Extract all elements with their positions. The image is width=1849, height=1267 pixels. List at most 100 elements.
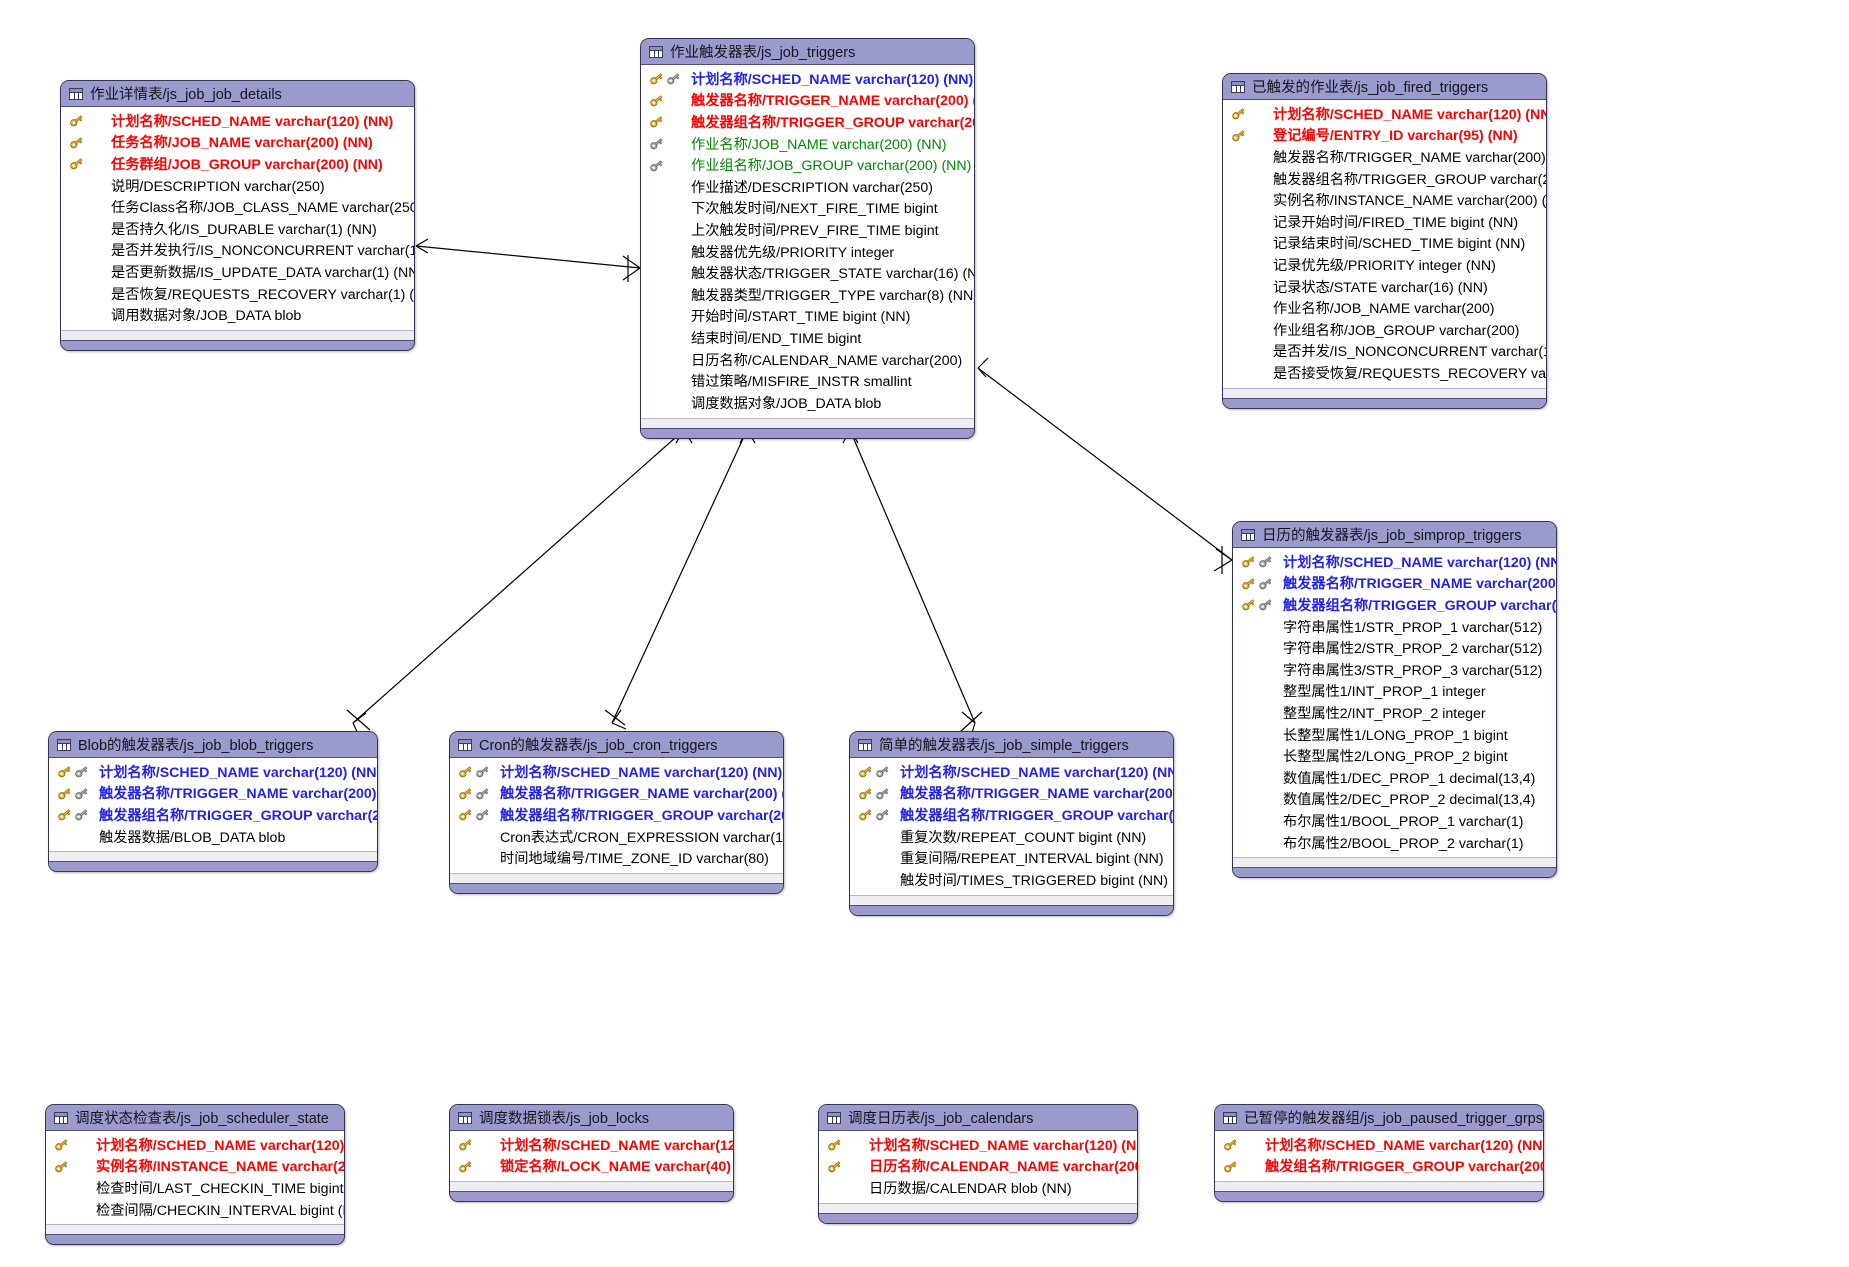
entity-header-job_details[interactable]: 作业详情表/js_job_job_details [61, 81, 414, 107]
entity-header-paused_trigger_grps[interactable]: 已暂停的触发器组/js_job_paused_trigger_grps [1215, 1105, 1543, 1131]
attribute-row[interactable]: 错过策略/MISFIRE_INSTR smallint [641, 370, 974, 392]
attribute-row[interactable]: 实例名称/INSTANCE_NAME varchar(200) (NN) [46, 1156, 344, 1178]
attribute-row[interactable]: 计划名称/SCHED_NAME varchar(120) (NN) [819, 1134, 1137, 1156]
attribute-row[interactable]: 是否更新数据/IS_UPDATE_DATA varchar(1) (NN) [61, 261, 414, 283]
attribute-row[interactable]: 重复间隔/REPEAT_INTERVAL bigint (NN) [850, 847, 1173, 869]
attribute-row[interactable]: 记录开始时间/FIRED_TIME bigint (NN) [1223, 211, 1546, 233]
attribute-row[interactable]: 计划名称/SCHED_NAME varchar(120) (NN) [46, 1134, 344, 1156]
attribute-row[interactable]: 是否恢复/REQUESTS_RECOVERY varchar(1) (NN) [61, 283, 414, 305]
attribute-row[interactable]: 作业描述/DESCRIPTION varchar(250) [641, 176, 974, 198]
attribute-row[interactable]: 任务名称/JOB_NAME varchar(200) (NN) [61, 132, 414, 154]
attribute-row[interactable]: 日历名称/CALENDAR_NAME varchar(200) [641, 349, 974, 371]
attribute-row[interactable]: 记录状态/STATE varchar(16) (NN) [1223, 276, 1546, 298]
attribute-row[interactable]: 长整型属性1/LONG_PROP_1 bigint [1233, 724, 1556, 746]
entity-cron_triggers[interactable]: Cron的触发器表/js_job_cron_triggers 计划名称/SCHED… [449, 731, 784, 894]
attribute-row[interactable]: 触发器状态/TRIGGER_STATE varchar(16) (NN) [641, 262, 974, 284]
attribute-row[interactable]: 触发组名称/TRIGGER_GROUP varchar(200) (NN) [1215, 1156, 1543, 1178]
attribute-row[interactable]: 是否并发执行/IS_NONCONCURRENT varchar(1) (NN) [61, 240, 414, 262]
attribute-row[interactable]: 触发器名称/TRIGGER_NAME varchar(200) (NN) [450, 783, 783, 805]
attribute-row[interactable]: 整型属性2/INT_PROP_2 integer [1233, 702, 1556, 724]
entity-simprop_triggers[interactable]: 日历的触发器表/js_job_simprop_triggers 计划名称/SCHE… [1232, 521, 1557, 879]
attribute-row[interactable]: 计划名称/SCHED_NAME varchar(120) (NN) [850, 761, 1173, 783]
attribute-row[interactable]: 计划名称/SCHED_NAME varchar(120) (NN) [49, 761, 377, 783]
entity-fired_triggers[interactable]: 已触发的作业表/js_job_fired_triggers 计划名称/SCHED_… [1222, 73, 1547, 409]
attribute-row[interactable]: 触发器类型/TRIGGER_TYPE varchar(8) (NN) [641, 284, 974, 306]
attribute-row[interactable]: 说明/DESCRIPTION varchar(250) [61, 175, 414, 197]
attribute-row[interactable]: 下次触发时间/NEXT_FIRE_TIME bigint [641, 198, 974, 220]
attribute-row[interactable]: 检查时间/LAST_CHECKIN_TIME bigint (NN) [46, 1177, 344, 1199]
attribute-row[interactable]: 触发器优先级/PRIORITY integer [641, 241, 974, 263]
entity-calendars[interactable]: 调度日历表/js_job_calendars 计划名称/SCHED_NAME va… [818, 1104, 1138, 1224]
attribute-row[interactable]: 字符串属性1/STR_PROP_1 varchar(512) [1233, 616, 1556, 638]
attribute-row[interactable]: 记录优先级/PRIORITY integer (NN) [1223, 254, 1546, 276]
entity-header-scheduler_state[interactable]: 调度状态检查表/js_job_scheduler_state [46, 1105, 344, 1131]
attribute-row[interactable]: 计划名称/SCHED_NAME varchar(120) (NN) [450, 761, 783, 783]
attribute-row[interactable]: 实例名称/INSTANCE_NAME varchar(200) (NN) [1223, 189, 1546, 211]
attribute-row[interactable]: 任务群组/JOB_GROUP varchar(200) (NN) [61, 153, 414, 175]
attribute-row[interactable]: 锁定名称/LOCK_NAME varchar(40) (NN) [450, 1156, 733, 1178]
attribute-row[interactable]: 作业名称/JOB_NAME varchar(200) (NN) [641, 133, 974, 155]
attribute-row[interactable]: 登记编号/ENTRY_ID varchar(95) (NN) [1223, 125, 1546, 147]
entity-job_triggers[interactable]: 作业触发器表/js_job_triggers 计划名称/SCHED_NAME va… [640, 38, 975, 439]
attribute-row[interactable]: 数值属性1/DEC_PROP_1 decimal(13,4) [1233, 767, 1556, 789]
attribute-row[interactable]: 触发器组名称/TRIGGER_GROUP varchar(200) (NN) [641, 111, 974, 133]
attribute-row[interactable]: 任务Class名称/JOB_CLASS_NAME varchar(250) (N… [61, 196, 414, 218]
entity-paused_trigger_grps[interactable]: 已暂停的触发器组/js_job_paused_trigger_grps 计划名称/… [1214, 1104, 1544, 1203]
attribute-row[interactable]: 计划名称/SCHED_NAME varchar(120) (NN) [1223, 103, 1546, 125]
attribute-row[interactable]: 调度数据对象/JOB_DATA blob [641, 392, 974, 414]
attribute-row[interactable]: Cron表达式/CRON_EXPRESSION varchar(120) (NN… [450, 826, 783, 848]
attribute-row[interactable]: 触发器组名称/TRIGGER_GROUP varchar(200) (NN) [450, 804, 783, 826]
entity-header-cron_triggers[interactable]: Cron的触发器表/js_job_cron_triggers [450, 732, 783, 758]
attribute-row[interactable]: 计划名称/SCHED_NAME varchar(120) (NN) [450, 1134, 733, 1156]
entity-locks[interactable]: 调度数据锁表/js_job_locks 计划名称/SCHED_NAME varch… [449, 1104, 734, 1203]
attribute-row[interactable]: 计划名称/SCHED_NAME varchar(120) (NN) [1215, 1134, 1543, 1156]
attribute-row[interactable]: 开始时间/START_TIME bigint (NN) [641, 306, 974, 328]
entity-header-simple_triggers[interactable]: 简单的触发器表/js_job_simple_triggers [850, 732, 1173, 758]
entity-job_details[interactable]: 作业详情表/js_job_job_details 计划名称/SCHED_NAME … [60, 80, 415, 351]
attribute-row[interactable]: 触发时间/TIMES_TRIGGERED bigint (NN) [850, 869, 1173, 891]
attribute-row[interactable]: 作业组名称/JOB_GROUP varchar(200) (NN) [641, 154, 974, 176]
attribute-row[interactable]: 触发器名称/TRIGGER_NAME varchar(200) (NN) [1223, 146, 1546, 168]
entity-scheduler_state[interactable]: 调度状态检查表/js_job_scheduler_state 计划名称/SCHED… [45, 1104, 345, 1246]
attribute-row[interactable]: 是否持久化/IS_DURABLE varchar(1) (NN) [61, 218, 414, 240]
entity-header-calendars[interactable]: 调度日历表/js_job_calendars [819, 1105, 1137, 1131]
attribute-row[interactable]: 触发器组名称/TRIGGER_GROUP varchar(200) (NN) [1233, 594, 1556, 616]
attribute-row[interactable]: 布尔属性1/BOOL_PROP_1 varchar(1) [1233, 810, 1556, 832]
attribute-row[interactable]: 时间地域编号/TIME_ZONE_ID varchar(80) [450, 847, 783, 869]
attribute-row[interactable]: 上次触发时间/PREV_FIRE_TIME bigint [641, 219, 974, 241]
attribute-row[interactable]: 日历名称/CALENDAR_NAME varchar(200) (NN) [819, 1156, 1137, 1178]
entity-blob_triggers[interactable]: Blob的触发器表/js_job_blob_triggers 计划名称/SCHED… [48, 731, 378, 873]
attribute-row[interactable]: 整型属性1/INT_PROP_1 integer [1233, 681, 1556, 703]
attribute-row[interactable]: 长整型属性2/LONG_PROP_2 bigint [1233, 745, 1556, 767]
attribute-row[interactable]: 计划名称/SCHED_NAME varchar(120) (NN) [641, 68, 974, 90]
attribute-row[interactable]: 布尔属性2/BOOL_PROP_2 varchar(1) [1233, 832, 1556, 854]
attribute-row[interactable]: 是否接受恢复/REQUESTS_RECOVERY varchar(1) [1223, 362, 1546, 384]
entity-header-blob_triggers[interactable]: Blob的触发器表/js_job_blob_triggers [49, 732, 377, 758]
attribute-row[interactable]: 结束时间/END_TIME bigint [641, 327, 974, 349]
entity-header-fired_triggers[interactable]: 已触发的作业表/js_job_fired_triggers [1223, 74, 1546, 100]
entity-header-locks[interactable]: 调度数据锁表/js_job_locks [450, 1105, 733, 1131]
attribute-row[interactable]: 触发器名称/TRIGGER_NAME varchar(200) (NN) [1233, 573, 1556, 595]
attribute-row[interactable]: 字符串属性2/STR_PROP_2 varchar(512) [1233, 637, 1556, 659]
attribute-row[interactable]: 作业名称/JOB_NAME varchar(200) [1223, 297, 1546, 319]
attribute-row[interactable]: 计划名称/SCHED_NAME varchar(120) (NN) [1233, 551, 1556, 573]
attribute-row[interactable]: 记录结束时间/SCHED_TIME bigint (NN) [1223, 233, 1546, 255]
attribute-row[interactable]: 重复次数/REPEAT_COUNT bigint (NN) [850, 826, 1173, 848]
attribute-row[interactable]: 触发器组名称/TRIGGER_GROUP varchar(200) (NN) [850, 804, 1173, 826]
attribute-row[interactable]: 触发器名称/TRIGGER_NAME varchar(200) (NN) [850, 783, 1173, 805]
entity-header-job_triggers[interactable]: 作业触发器表/js_job_triggers [641, 39, 974, 65]
attribute-row[interactable]: 计划名称/SCHED_NAME varchar(120) (NN) [61, 110, 414, 132]
entity-header-simprop_triggers[interactable]: 日历的触发器表/js_job_simprop_triggers [1233, 522, 1556, 548]
attribute-row[interactable]: 数值属性2/DEC_PROP_2 decimal(13,4) [1233, 789, 1556, 811]
attribute-row[interactable]: 触发器组名称/TRIGGER_GROUP varchar(200) (NN) [49, 804, 377, 826]
attribute-row[interactable]: 触发器名称/TRIGGER_NAME varchar(200) (NN) [641, 90, 974, 112]
entity-simple_triggers[interactable]: 简单的触发器表/js_job_simple_triggers 计划名称/SCHED… [849, 731, 1174, 916]
attribute-row[interactable]: 检查间隔/CHECKIN_INTERVAL bigint (NN) [46, 1199, 344, 1221]
attribute-row[interactable]: 调用数据对象/JOB_DATA blob [61, 304, 414, 326]
attribute-row[interactable]: 触发器组名称/TRIGGER_GROUP varchar(200) (NN) [1223, 168, 1546, 190]
attribute-row[interactable]: 作业组名称/JOB_GROUP varchar(200) [1223, 319, 1546, 341]
attribute-row[interactable]: 字符串属性3/STR_PROP_3 varchar(512) [1233, 659, 1556, 681]
attribute-row[interactable]: 是否并发/IS_NONCONCURRENT varchar(1) [1223, 341, 1546, 363]
attribute-row[interactable]: 触发器数据/BLOB_DATA blob [49, 826, 377, 848]
attribute-row[interactable]: 触发器名称/TRIGGER_NAME varchar(200) (NN) [49, 783, 377, 805]
